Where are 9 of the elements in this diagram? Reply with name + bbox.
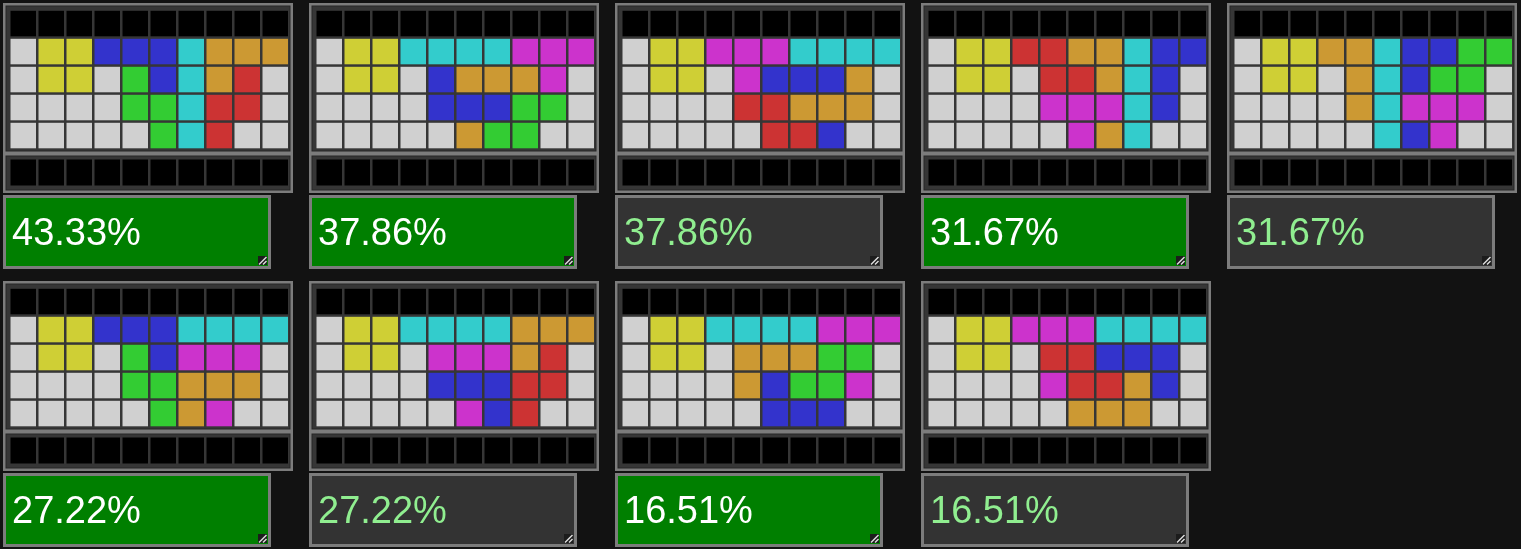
percentage-text: 16.51% (930, 491, 1059, 529)
percentage-text: 31.67% (930, 213, 1059, 251)
percentage-text: 16.51% (624, 491, 753, 529)
percentage-text: 37.86% (624, 213, 753, 251)
percentage-text: 31.67% (1236, 213, 1365, 251)
percentage-text: 37.86% (318, 213, 447, 251)
percentage-text: 43.33% (12, 213, 141, 251)
percentage-text: 27.22% (318, 491, 447, 529)
percentage-text: 27.22% (12, 491, 141, 529)
